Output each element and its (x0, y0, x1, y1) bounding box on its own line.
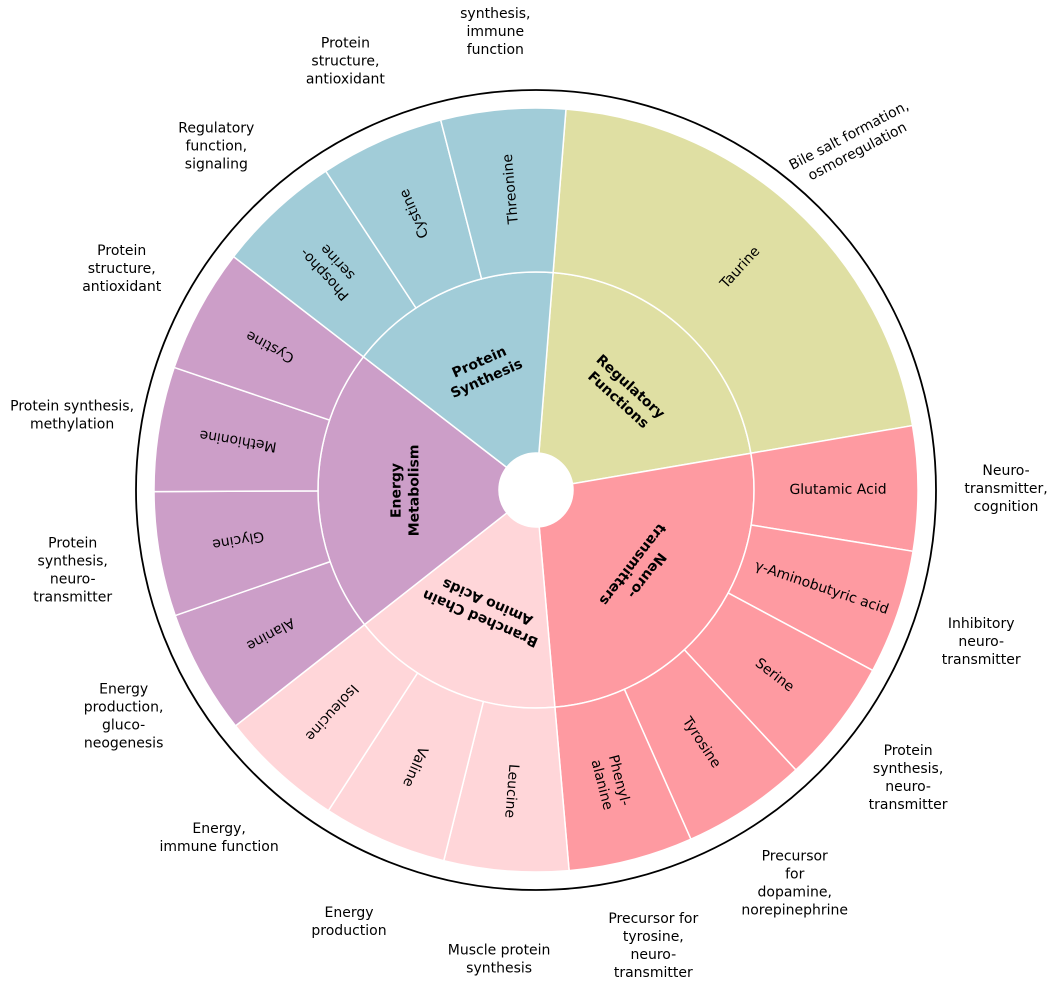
leaf-segment-taurine[interactable] (552, 108, 914, 455)
outer-ring-circle (135, 89, 937, 891)
function-label-glutamic-acid: Neuro-transmitter,cognition (964, 463, 1047, 515)
segments-layer (153, 107, 919, 873)
leaf-label-glutamic-acid: Glutamic Acid (789, 482, 886, 498)
leaf-label-leucine: Leucine (501, 763, 521, 818)
function-label-methionine: Protein synthesis,methylation (10, 399, 134, 433)
outer-ring (135, 89, 937, 891)
leaf-segment-threonine[interactable] (439, 107, 567, 280)
function-label-taurine: Bile salt formation,osmoregulation (787, 98, 920, 190)
function-label-isoleucine: Energy,immune function (160, 821, 279, 855)
leaf-label-threonine: Threonine (500, 153, 522, 225)
center-hole (499, 453, 573, 527)
